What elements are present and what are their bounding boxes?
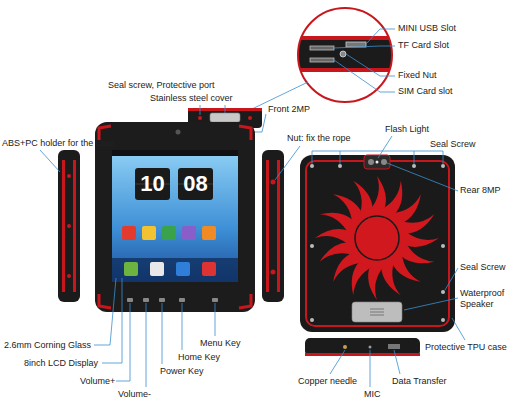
- part-label: Stainless steel cover: [150, 93, 233, 104]
- part-label: Nut: fix the rope: [287, 133, 351, 144]
- part-label: 2.6mm Corning Glass: [4, 340, 91, 351]
- part-label: Seal Screw: [430, 139, 476, 150]
- part-label: SIM Card slot: [398, 86, 453, 97]
- part-label: Flash Light: [385, 124, 429, 135]
- part-label: 8inch LCD Display: [24, 358, 98, 369]
- part-label: Volume+: [80, 376, 115, 387]
- part-label: Rear 8MP: [460, 185, 501, 196]
- part-label: Fixed Nut: [398, 70, 437, 81]
- part-label: Waterproof Speaker: [460, 288, 516, 310]
- part-label: Volume-: [118, 389, 151, 400]
- clock-digits: 10: [135, 170, 170, 198]
- part-label: ABS+PC holder for the case: [2, 138, 115, 149]
- part-label: Protective TPU case: [425, 342, 507, 353]
- part-label: Seal screw, Protective port: [108, 80, 215, 91]
- part-label: Copper needle: [298, 376, 357, 387]
- part-label: Data Transfer: [392, 376, 447, 387]
- part-label: TF Card Slot: [398, 40, 449, 51]
- part-label: Power Key: [160, 366, 204, 377]
- part-label: Front 2MP: [268, 104, 310, 115]
- part-label: Home Key: [178, 352, 220, 363]
- clock-digits: 08: [178, 170, 213, 198]
- part-label: Seal Screw: [460, 262, 506, 273]
- part-label: Menu Key: [200, 338, 241, 349]
- part-label: MIC: [364, 389, 381, 400]
- part-label: MINI USB Slot: [398, 23, 456, 34]
